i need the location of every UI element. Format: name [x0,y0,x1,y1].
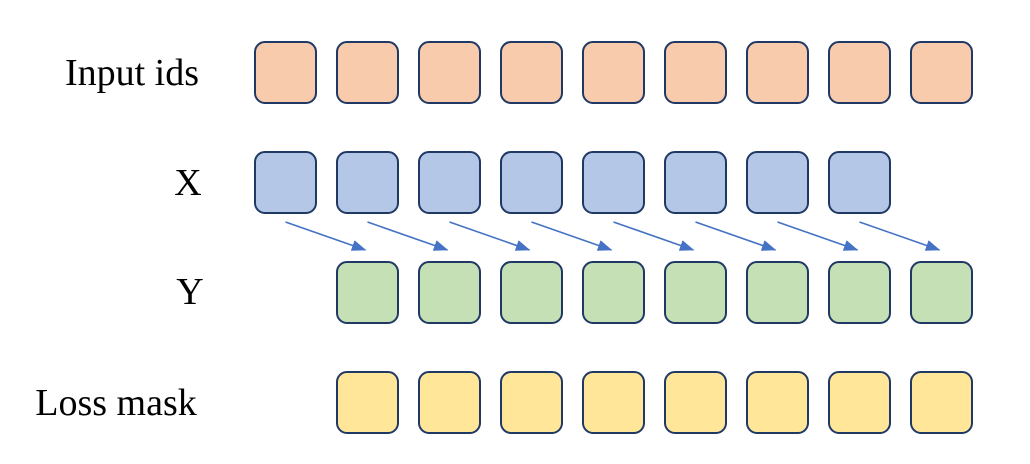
shift-arrow-1 [285,221,367,251]
loss-mask-token-6 [746,371,809,434]
input-ids-token-1 [254,41,317,104]
x-token-6 [664,151,727,214]
input-ids-token-8 [828,41,891,104]
row-label-x: X [174,162,202,204]
row-label-y: Y [176,271,204,313]
y-token-6 [746,261,809,324]
y-token-8 [910,261,973,324]
shift-arrow-7 [777,221,859,251]
x-token-5 [582,151,645,214]
shift-arrow-4 [531,221,613,251]
y-token-4 [582,261,645,324]
x-token-7 [746,151,809,214]
shift-arrow-6 [695,221,777,251]
loss-mask-token-5 [664,371,727,434]
input-ids-token-9 [910,41,973,104]
loss-mask-token-8 [910,371,973,434]
shift-arrow-3 [449,221,531,251]
y-token-1 [336,261,399,324]
y-token-2 [418,261,481,324]
loss-mask-token-3 [500,371,563,434]
loss-mask-token-4 [582,371,645,434]
input-ids-token-6 [664,41,727,104]
shift-arrow-8 [859,221,941,251]
x-token-1 [254,151,317,214]
x-token-8 [828,151,891,214]
shift-arrow-2 [367,221,449,251]
y-token-5 [664,261,727,324]
y-token-7 [828,261,891,324]
shift-arrow-5 [613,221,695,251]
input-ids-token-7 [746,41,809,104]
row-label-input-ids: Input ids [64,52,200,94]
loss-mask-token-1 [336,371,399,434]
y-token-3 [500,261,563,324]
x-token-2 [336,151,399,214]
x-token-3 [418,151,481,214]
loss-mask-token-7 [828,371,891,434]
input-ids-token-5 [582,41,645,104]
input-ids-token-4 [500,41,563,104]
input-ids-token-2 [336,41,399,104]
input-ids-token-3 [418,41,481,104]
loss-mask-token-2 [418,371,481,434]
row-label-loss-mask: Loss mask [35,382,197,424]
x-token-4 [500,151,563,214]
